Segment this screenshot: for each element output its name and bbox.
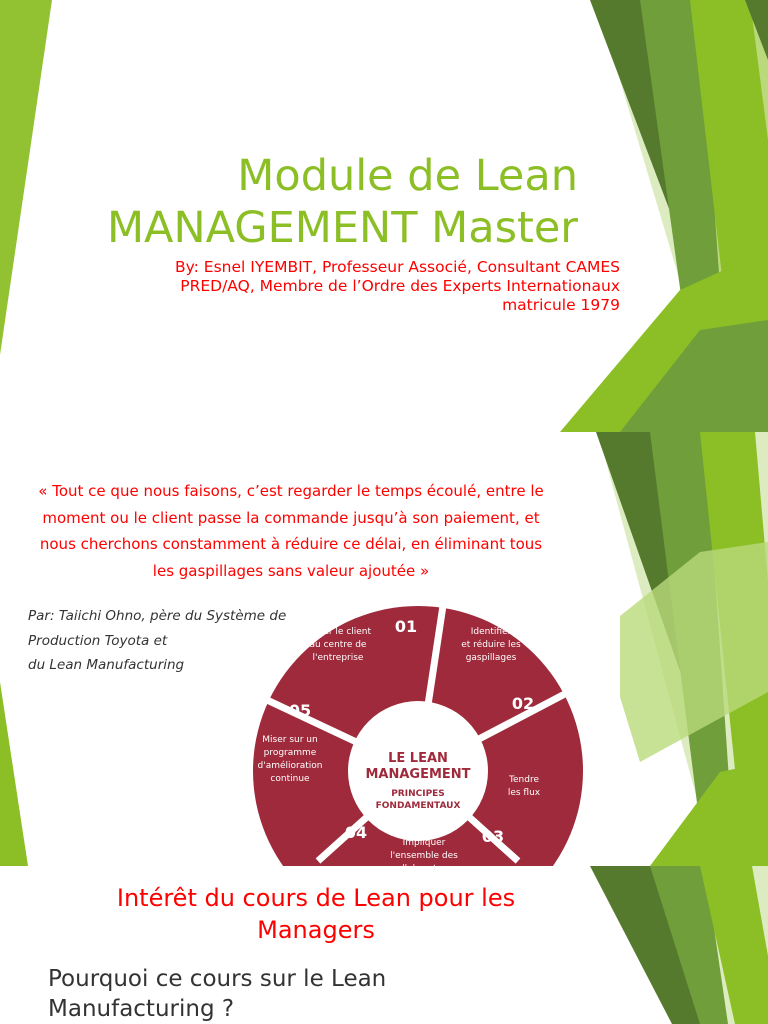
wheel-step: 04 Impliquer l'ensemble des collaborateu… <box>345 823 458 866</box>
step-text: d'amélioration <box>258 760 323 771</box>
presentation-title: Module de Lean MANAGEMENT Master <box>58 150 578 254</box>
step-number: 02 <box>512 694 534 713</box>
right-green-wedges-decoration <box>596 432 768 866</box>
wheel-center-circle <box>348 701 488 841</box>
center-title: MANAGEMENT <box>365 767 470 782</box>
quote-line: nous cherchons constamment à réduire ce … <box>39 535 543 553</box>
right-green-wedges-decoration <box>590 866 768 1024</box>
author-line: PRED/AQ, Membre de l’Ordre des Experts I… <box>180 277 620 295</box>
center-subtitle: PRINCIPES <box>391 789 445 799</box>
step-text: au centre de <box>310 640 367 650</box>
question-line: Pourquoi ce cours sur le Lean <box>48 966 387 992</box>
attribution-line: Production Toyota et <box>28 632 168 649</box>
step-text: l'entreprise <box>313 653 364 663</box>
attribution-line: du Lean Manufacturing <box>28 657 185 673</box>
step-text: gaspillages <box>466 653 517 663</box>
quote-line: les gaspillages sans valeur ajoutée » <box>152 561 430 580</box>
center-subtitle: FONDAMENTAUX <box>376 801 461 811</box>
wheel-step: 05 Miser sur un programme d'amélioration… <box>258 701 323 784</box>
author-line: By: Esnel IYEMBIT, Professeur Associé, C… <box>174 258 620 276</box>
title-line: Module de Lean <box>237 151 578 201</box>
course-question: Pourquoi ce cours sur le Lean Manufactur… <box>48 964 468 1024</box>
step-text: Placer le client <box>305 627 372 637</box>
attribution-line: Par: Taiichi Ohno, père du Système de <box>28 608 287 624</box>
left-green-wedge-decoration <box>0 0 52 355</box>
step-text: et réduire les <box>461 639 521 650</box>
wheel-center-label: LE LEAN MANAGEMENT PRINCIPES FONDAMENTAU… <box>365 751 470 811</box>
quote-attribution: Par: Taiichi Ohno, père du Système de Pr… <box>28 604 318 678</box>
title-line: MANAGEMENT Master <box>106 203 578 253</box>
step-text: les flux <box>508 788 541 798</box>
step-number: 01 <box>395 617 417 636</box>
step-text: continue <box>270 774 310 784</box>
author-line: matricule 1979 <box>502 296 620 314</box>
step-number: 04 <box>345 823 367 842</box>
left-green-wedge-decoration <box>0 682 28 866</box>
ohno-quote: « Tout ce que nous faisons, c’est regard… <box>26 478 556 584</box>
step-text: Impliquer <box>403 838 446 848</box>
wheel-step: 02 Identifier et réduire les gaspillages <box>461 627 534 713</box>
step-text: l'ensemble des <box>390 851 458 861</box>
step-text: Tendre <box>508 775 539 785</box>
heading-line: Managers <box>257 916 375 944</box>
right-green-wedges-decoration <box>560 0 768 432</box>
quote-line: moment ou le client passe la commande ju… <box>42 508 540 527</box>
slide-heading: Intérêt du cours de Lean pour les Manage… <box>56 882 576 946</box>
title-slide: Module de Lean MANAGEMENT Master By: Esn… <box>0 0 768 432</box>
heading-line: Intérêt du cours de Lean pour les <box>116 884 516 912</box>
lean-management-principles-diagram: LE LEAN MANAGEMENT PRINCIPES FONDAMENTAU… <box>218 516 620 866</box>
step-number: 05 <box>289 701 311 720</box>
center-title: LE LEAN <box>388 751 448 766</box>
step-text: Miser sur un <box>262 735 317 745</box>
course-interest-slide: Intérêt du cours de Lean pour les Manage… <box>0 866 768 1024</box>
author-credit: By: Esnel IYEMBIT, Professeur Associé, C… <box>60 258 620 315</box>
step-number: 03 <box>482 827 504 846</box>
quote-slide: LE LEAN MANAGEMENT PRINCIPES FONDAMENTAU… <box>0 432 768 866</box>
question-line: Manufacturing ? <box>48 996 235 1022</box>
step-text: programme <box>264 748 317 758</box>
wheel-step: 01 Placer le client au centre de l'entre… <box>305 617 417 663</box>
quote-line: « Tout ce que nous faisons, c’est regard… <box>38 482 544 500</box>
step-text: collaborateurs <box>392 864 457 866</box>
wheel-step: 03 Tendre les flux <box>482 775 541 846</box>
step-text: Identifier <box>471 627 512 637</box>
